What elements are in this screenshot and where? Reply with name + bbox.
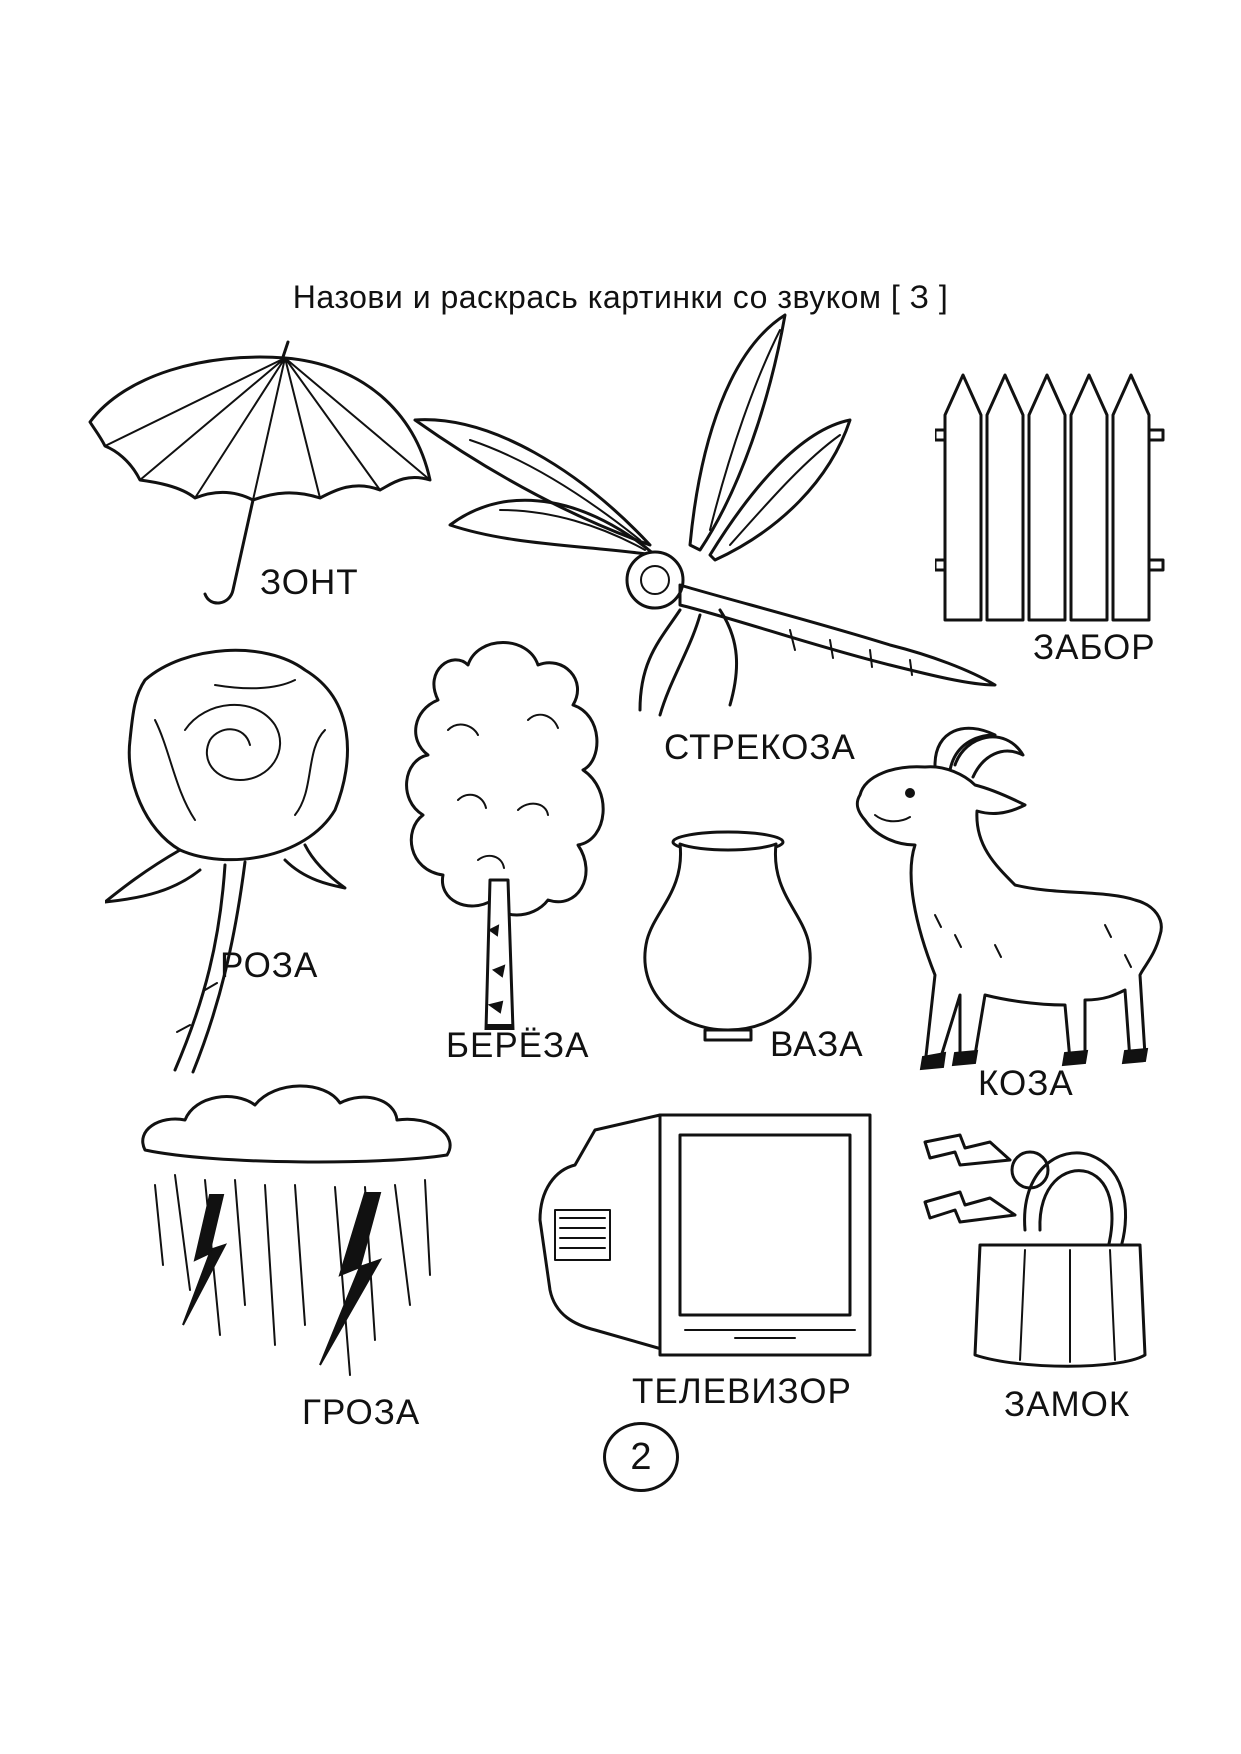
umbrella-drawing xyxy=(88,340,432,605)
rose-drawing xyxy=(105,648,349,1074)
label-storm: ГРОЗА xyxy=(302,1393,421,1432)
label-umbrella: ЗОНТ xyxy=(260,563,359,602)
tv-drawing xyxy=(538,1113,872,1357)
label-rose: РОЗА xyxy=(220,946,319,985)
label-fence: ЗАБОР xyxy=(1033,628,1156,667)
label-dragonfly: СТРЕКОЗА xyxy=(664,728,856,767)
dragonfly-drawing xyxy=(413,313,997,717)
storm-drawing xyxy=(141,1084,452,1376)
goat-drawing xyxy=(855,726,1163,1071)
birch-drawing xyxy=(405,641,605,1030)
fence-drawing xyxy=(935,373,1165,622)
vase-drawing xyxy=(643,830,812,1042)
label-tv: ТЕЛЕВИЗОР xyxy=(632,1372,852,1411)
label-birch: БЕРЁЗА xyxy=(446,1026,590,1065)
label-goat: КОЗА xyxy=(978,1064,1074,1103)
padlock-drawing xyxy=(923,1133,1147,1368)
page-number: 2 xyxy=(603,1422,679,1492)
label-lock: ЗАМОК xyxy=(1004,1385,1131,1424)
label-vase: ВАЗА xyxy=(770,1025,864,1064)
page-title: Назови и раскрась картинки со звуком [ З… xyxy=(292,279,949,315)
